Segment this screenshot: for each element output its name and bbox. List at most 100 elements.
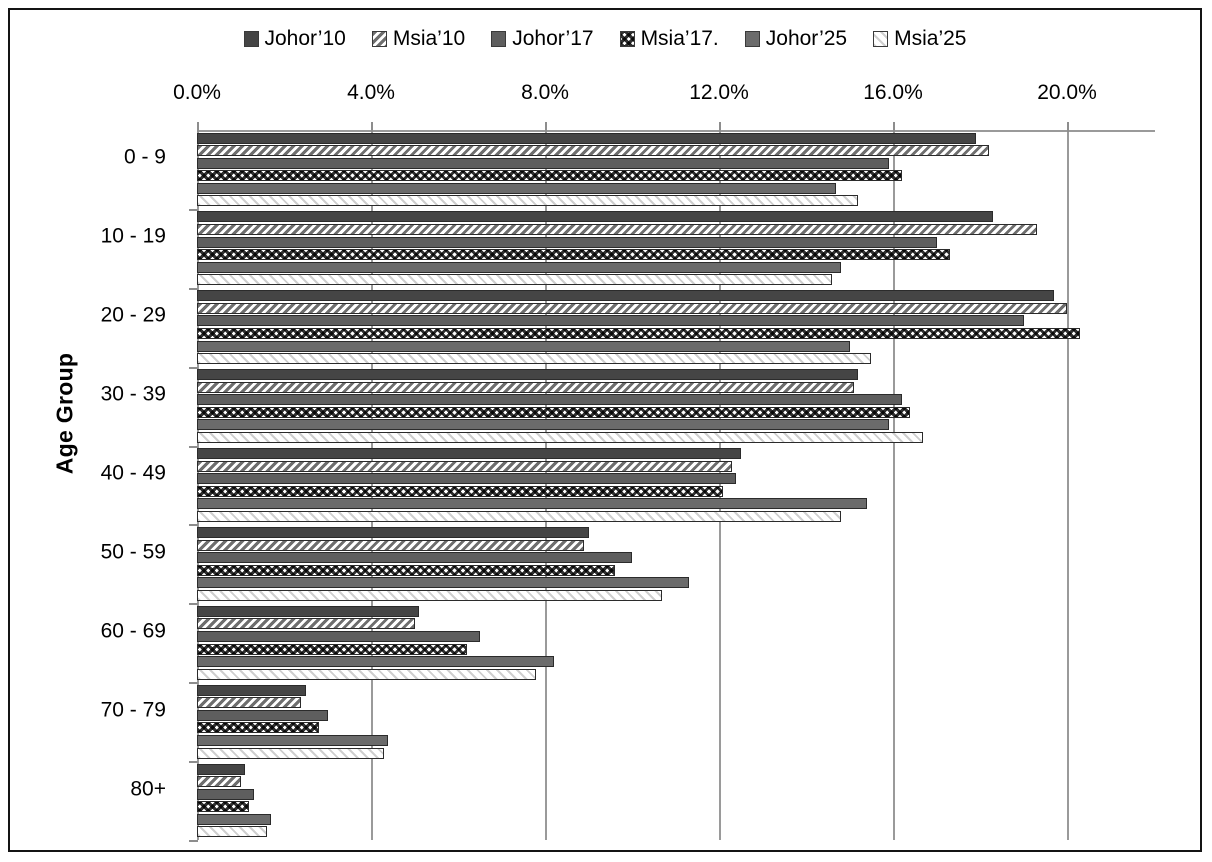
bar[interactable] bbox=[197, 709, 328, 721]
bar[interactable] bbox=[197, 577, 689, 589]
bar[interactable] bbox=[197, 460, 733, 472]
bar[interactable] bbox=[197, 722, 319, 734]
bar[interactable] bbox=[197, 510, 841, 522]
bar[interactable] bbox=[197, 801, 250, 813]
bar[interactable] bbox=[197, 552, 632, 564]
bar[interactable] bbox=[197, 697, 302, 709]
legend-swatch-icon bbox=[243, 30, 259, 47]
bar-group bbox=[197, 209, 1155, 288]
y-tick-label: 80+ bbox=[130, 777, 166, 801]
bar[interactable] bbox=[197, 630, 480, 642]
x-tick-mark bbox=[545, 122, 547, 132]
bar[interactable] bbox=[197, 684, 306, 696]
bar[interactable] bbox=[197, 394, 902, 406]
bar[interactable] bbox=[197, 340, 850, 352]
bar[interactable] bbox=[197, 498, 867, 510]
bar[interactable] bbox=[197, 539, 585, 551]
bar[interactable] bbox=[197, 223, 1037, 235]
bar[interactable] bbox=[197, 132, 976, 144]
legend-swatch-icon bbox=[491, 30, 507, 47]
bar[interactable] bbox=[197, 290, 1054, 302]
legend-label: Johor’17 bbox=[512, 27, 594, 50]
bar[interactable] bbox=[197, 145, 989, 157]
y-tick-mark bbox=[189, 761, 198, 764]
bar[interactable] bbox=[197, 788, 254, 800]
bar[interactable] bbox=[197, 157, 889, 169]
legend-item[interactable]: Msia’17. bbox=[619, 28, 719, 49]
bar[interactable] bbox=[197, 643, 467, 655]
y-tick-mark bbox=[189, 840, 198, 842]
bar[interactable] bbox=[197, 589, 663, 601]
plot-area bbox=[197, 130, 1155, 840]
legend-swatch-icon bbox=[619, 30, 635, 47]
x-tick-label: 16.0% bbox=[863, 81, 923, 104]
bar[interactable] bbox=[197, 182, 837, 194]
y-tick-mark bbox=[189, 208, 198, 211]
bar[interactable] bbox=[197, 826, 267, 838]
bar-group bbox=[197, 603, 1155, 682]
bar[interactable] bbox=[197, 302, 1067, 314]
legend-swatch-icon bbox=[371, 30, 387, 47]
legend-swatch-icon bbox=[873, 30, 889, 47]
bar[interactable] bbox=[197, 734, 389, 746]
bar[interactable] bbox=[197, 564, 615, 576]
bar[interactable] bbox=[197, 747, 385, 759]
bar[interactable] bbox=[197, 431, 924, 443]
x-tick-mark bbox=[197, 122, 199, 132]
bar-group bbox=[197, 682, 1155, 761]
plot-top-rule bbox=[197, 130, 1155, 132]
legend-label: Johor’25 bbox=[765, 27, 848, 50]
legend-item[interactable]: Johor’17 bbox=[491, 27, 594, 50]
bar[interactable] bbox=[197, 618, 415, 630]
bar[interactable] bbox=[197, 261, 841, 273]
y-tick-mark bbox=[189, 524, 198, 527]
bar[interactable] bbox=[197, 656, 554, 668]
bar[interactable] bbox=[197, 170, 902, 182]
bar[interactable] bbox=[197, 211, 994, 223]
bar-group bbox=[197, 761, 1155, 840]
bar[interactable] bbox=[197, 485, 724, 497]
y-tick-mark bbox=[189, 445, 198, 448]
bar[interactable] bbox=[197, 668, 537, 680]
gridline bbox=[371, 130, 373, 840]
bar[interactable] bbox=[197, 195, 859, 207]
legend-item[interactable]: Johor’10 bbox=[243, 27, 346, 50]
bar[interactable] bbox=[197, 605, 419, 617]
bar[interactable] bbox=[197, 813, 271, 825]
x-tick-label: 8.0% bbox=[521, 81, 569, 104]
legend-label: Msia’10 bbox=[392, 27, 466, 50]
bar-group bbox=[197, 367, 1155, 446]
legend-label: Msia’25 bbox=[894, 27, 967, 50]
y-tick-label: 10 - 19 bbox=[100, 224, 166, 248]
y-tick-mark bbox=[189, 682, 198, 685]
legend-item[interactable]: Msia’10 bbox=[371, 27, 466, 50]
legend-item[interactable]: Msia’25 bbox=[873, 28, 966, 49]
bar[interactable] bbox=[197, 473, 737, 485]
bar[interactable] bbox=[197, 419, 889, 431]
bar[interactable] bbox=[197, 448, 741, 460]
bar[interactable] bbox=[197, 353, 872, 365]
bar[interactable] bbox=[197, 236, 937, 248]
x-tick-mark bbox=[1067, 122, 1069, 132]
legend-label: Johor’10 bbox=[264, 27, 346, 50]
x-tick-label: 20.0% bbox=[1037, 81, 1097, 104]
bar[interactable] bbox=[197, 274, 833, 286]
bar[interactable] bbox=[197, 776, 241, 788]
bar[interactable] bbox=[197, 406, 911, 418]
x-tick-label: 12.0% bbox=[689, 81, 749, 104]
gridline bbox=[893, 130, 895, 840]
bar[interactable] bbox=[197, 381, 854, 393]
bar[interactable] bbox=[197, 315, 1024, 327]
x-tick-mark bbox=[893, 122, 895, 132]
bar[interactable] bbox=[197, 327, 1081, 339]
y-tick-label: 30 - 39 bbox=[100, 382, 166, 406]
bar[interactable] bbox=[197, 763, 245, 775]
y-axis-line bbox=[197, 130, 199, 840]
gridline bbox=[545, 130, 547, 840]
bar[interactable] bbox=[197, 527, 589, 538]
bar-group bbox=[197, 130, 1155, 209]
bar[interactable] bbox=[197, 369, 859, 381]
legend-item[interactable]: Johor’25 bbox=[744, 27, 848, 50]
bar-group bbox=[197, 524, 1155, 603]
bar[interactable] bbox=[197, 249, 950, 261]
